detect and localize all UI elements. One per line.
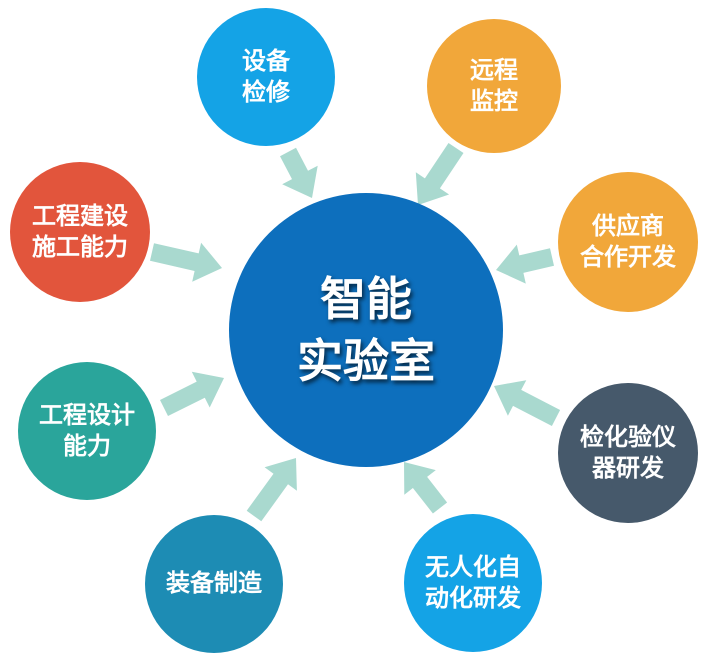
node-shebei-jianxiu: 设备 检修 <box>197 8 335 146</box>
node-shebei-line-1: 设备 <box>242 46 290 75</box>
center-node: 智能 实验室 <box>229 193 503 467</box>
arrow-from-jianhuayan <box>494 380 561 426</box>
node-wurenhua-line-1: 无人化自 <box>425 552 521 581</box>
arrow-from-jianshe <box>150 242 222 282</box>
node-jianhuayan-yiqi: 检化验仪 器研发 <box>558 383 698 523</box>
node-zhuangbei-zhizao: 装备制造 <box>145 515 283 653</box>
node-jianhuayan-line-2: 器研发 <box>592 454 664 482</box>
node-yuancheng-jiankong: 远程 监控 <box>427 19 561 153</box>
center-label-line-1: 智能 <box>320 271 412 326</box>
node-gongyingshang-hezuo: 供应商 合作开发 <box>558 172 698 312</box>
arrow-from-zhuangbei <box>246 458 297 522</box>
node-wurenhua-line-2: 动化研发 <box>425 584 521 612</box>
node-jianshe-line-1: 工程建设 <box>32 201 128 230</box>
node-jianhuayan-line-1: 检化验仪 <box>580 422 676 451</box>
node-yuancheng-line-2: 监控 <box>470 87 518 115</box>
node-gongcheng-jianshe: 工程建设 施工能力 <box>10 162 150 302</box>
node-sheji-line-1: 工程设计 <box>39 400 135 429</box>
node-shebei-line-2: 检修 <box>242 78 290 106</box>
node-jianshe-line-2: 施工能力 <box>32 233 128 261</box>
node-gongyingshang-line-1: 供应商 <box>592 211 664 240</box>
node-gongyingshang-line-2: 合作开发 <box>580 243 676 271</box>
center-label: 智能 实验室 <box>297 268 435 392</box>
arrow-from-yuancheng <box>415 143 464 205</box>
arrow-from-wurenhua <box>404 462 448 514</box>
node-wurenhua-zidonghua: 无人化自 动化研发 <box>404 514 542 652</box>
center-label-line-2: 实验室 <box>297 334 435 388</box>
arrow-from-sheji <box>160 371 224 416</box>
arrow-from-gongyingshang <box>496 244 554 284</box>
node-yuancheng-line-1: 远程 <box>470 55 518 84</box>
node-zhuangbei-line-1: 装备制造 <box>166 569 262 598</box>
node-sheji-line-2: 能力 <box>63 432 111 460</box>
arrow-from-shebei <box>280 147 318 198</box>
node-gongcheng-sheji: 工程设计 能力 <box>18 362 156 500</box>
